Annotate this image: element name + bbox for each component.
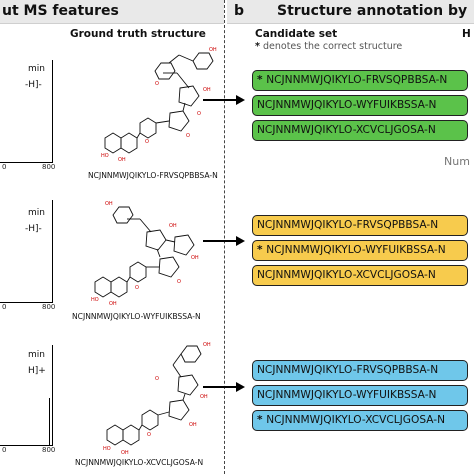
panel-b-title: Structure annotation by xyxy=(277,3,468,19)
ms-spectrum-2 xyxy=(0,200,53,303)
ms-3-line2: H]+ xyxy=(28,366,46,376)
ground-truth-heading: Ground truth structure xyxy=(70,28,206,40)
candidate-label: NCJNNMWJQIKYLO-WYFUIKBSSA-N xyxy=(266,244,446,256)
candidate-3-2: NCJNNMWJQIKYLO-WYFUIKBSSA-N xyxy=(252,385,468,406)
candidate-3-3: * NCJNNMWJQIKYLO-XCVCLJGOSA-N xyxy=(252,410,468,431)
ms-1-tick-800: 800 xyxy=(42,163,56,171)
ms-1-line1: min xyxy=(28,64,45,74)
svg-text:OH: OH xyxy=(191,255,199,261)
svg-text:HO: HO xyxy=(91,297,99,303)
panel-a-header: ut MS features xyxy=(0,0,224,24)
candidate-star: * xyxy=(257,244,267,256)
candidate-label: NCJNNMWJQIKYLO-XCVCLJGOSA-N xyxy=(257,124,436,136)
molecule-structure-3: HO OH O OH OH O OH xyxy=(103,342,211,456)
candidate-star: * xyxy=(257,74,267,86)
arrow-3-shaft xyxy=(203,386,237,388)
note-text: denotes the correct structure xyxy=(263,41,403,52)
svg-text:O: O xyxy=(155,81,159,87)
ms-3-tick-0: 0 xyxy=(2,446,7,454)
svg-text:O: O xyxy=(197,111,201,117)
ground-truth-inchikey-3: NCJNNMWJQIKYLO-XCVCLJGOSA-N xyxy=(75,458,204,467)
svg-text:OH: OH xyxy=(118,157,126,163)
svg-text:O: O xyxy=(135,285,139,291)
ms-2-tick-800: 800 xyxy=(42,303,56,311)
molecule-structure-1: HO OH O O O OH O OH xyxy=(101,47,217,163)
svg-text:O: O xyxy=(155,376,159,382)
svg-text:O: O xyxy=(177,279,181,285)
ms-spectrum-1 xyxy=(0,60,53,163)
candidate-2-3: NCJNNMWJQIKYLO-XCVCLJGOSA-N xyxy=(252,265,468,286)
candidate-star: * xyxy=(257,414,267,426)
panel-b-header: b Structure annotation by xyxy=(227,0,474,24)
ms-3-tick-800: 800 xyxy=(42,446,56,454)
arrow-2-shaft xyxy=(203,240,237,242)
candidate-label: NCJNNMWJQIKYLO-XCVCLJGOSA-N xyxy=(266,414,446,426)
svg-text:HO: HO xyxy=(103,446,111,452)
candidate-2-2: * NCJNNMWJQIKYLO-WYFUIKBSSA-N xyxy=(252,240,468,261)
candidate-label: NCJNNMWJQIKYLO-XCVCLJGOSA-N xyxy=(257,269,436,281)
arrow-1-shaft xyxy=(203,99,237,101)
panel-b-letter: b xyxy=(234,3,245,19)
svg-text:HO: HO xyxy=(101,153,109,159)
arrow-1-icon xyxy=(236,95,245,105)
ms-3-peak xyxy=(49,398,50,445)
arrow-2-icon xyxy=(236,236,245,246)
svg-text:O: O xyxy=(145,139,149,145)
panel-a-title: ut MS features xyxy=(2,3,119,19)
candidate-1-2: NCJNNMWJQIKYLO-WYFUIKBSSA-N xyxy=(252,95,468,116)
svg-text:OH: OH xyxy=(203,87,211,93)
ms-1-tick-0: 0 xyxy=(2,163,7,171)
molecule-structure-2: HO OH O O OH OH OH xyxy=(91,201,199,307)
arrow-3-icon xyxy=(236,382,245,392)
candidate-1-3: NCJNNMWJQIKYLO-XCVCLJGOSA-N xyxy=(252,120,468,141)
ms-1-line2: -H]- xyxy=(25,80,42,90)
candidate-label: NCJNNMWJQIKYLO-WYFUIKBSSA-N xyxy=(257,389,437,401)
candidate-label: NCJNNMWJQIKYLO-FRVSQPBBSA-N xyxy=(257,219,439,231)
candidate-label: NCJNNMWJQIKYLO-FRVSQPBBSA-N xyxy=(257,364,439,376)
right-cut-heading: H xyxy=(462,28,471,40)
candidate-label: NCJNNMWJQIKYLO-FRVSQPBBSA-N xyxy=(266,74,448,86)
svg-text:O: O xyxy=(186,133,190,139)
ms-spectrum-3 xyxy=(0,345,53,446)
svg-text:OH: OH xyxy=(109,301,117,307)
candidate-label: NCJNNMWJQIKYLO-WYFUIKBSSA-N xyxy=(257,99,437,111)
svg-text:OH: OH xyxy=(121,450,129,456)
svg-text:OH: OH xyxy=(203,342,211,348)
svg-text:OH: OH xyxy=(200,394,208,400)
svg-text:OH: OH xyxy=(105,201,113,207)
ms-3-line1: min xyxy=(28,350,45,360)
ground-truth-inchikey-2: NCJNNMWJQIKYLO-WYFUIKBSSA-N xyxy=(72,312,201,321)
ms-2-tick-0: 0 xyxy=(2,303,7,311)
correct-structure-note: * denotes the correct structure xyxy=(255,41,402,52)
svg-text:O: O xyxy=(147,432,151,438)
svg-text:OH: OH xyxy=(189,422,197,428)
svg-text:OH: OH xyxy=(209,47,217,53)
svg-text:OH: OH xyxy=(169,223,177,229)
ground-truth-inchikey-1: NCJNNMWJQIKYLO-FRVSQPBBSA-N xyxy=(88,171,218,180)
number-label-cut: Num xyxy=(444,155,470,168)
candidate-2-1: NCJNNMWJQIKYLO-FRVSQPBBSA-N xyxy=(252,215,468,236)
ms-2-line1: min xyxy=(28,208,45,218)
candidate-3-1: NCJNNMWJQIKYLO-FRVSQPBBSA-N xyxy=(252,360,468,381)
note-star: * xyxy=(255,41,260,52)
candidate-set-heading: Candidate set xyxy=(255,28,338,40)
panel-divider xyxy=(224,0,225,474)
candidate-1-1: * NCJNNMWJQIKYLO-FRVSQPBBSA-N xyxy=(252,70,468,91)
ms-2-line2: -H]- xyxy=(25,224,42,234)
